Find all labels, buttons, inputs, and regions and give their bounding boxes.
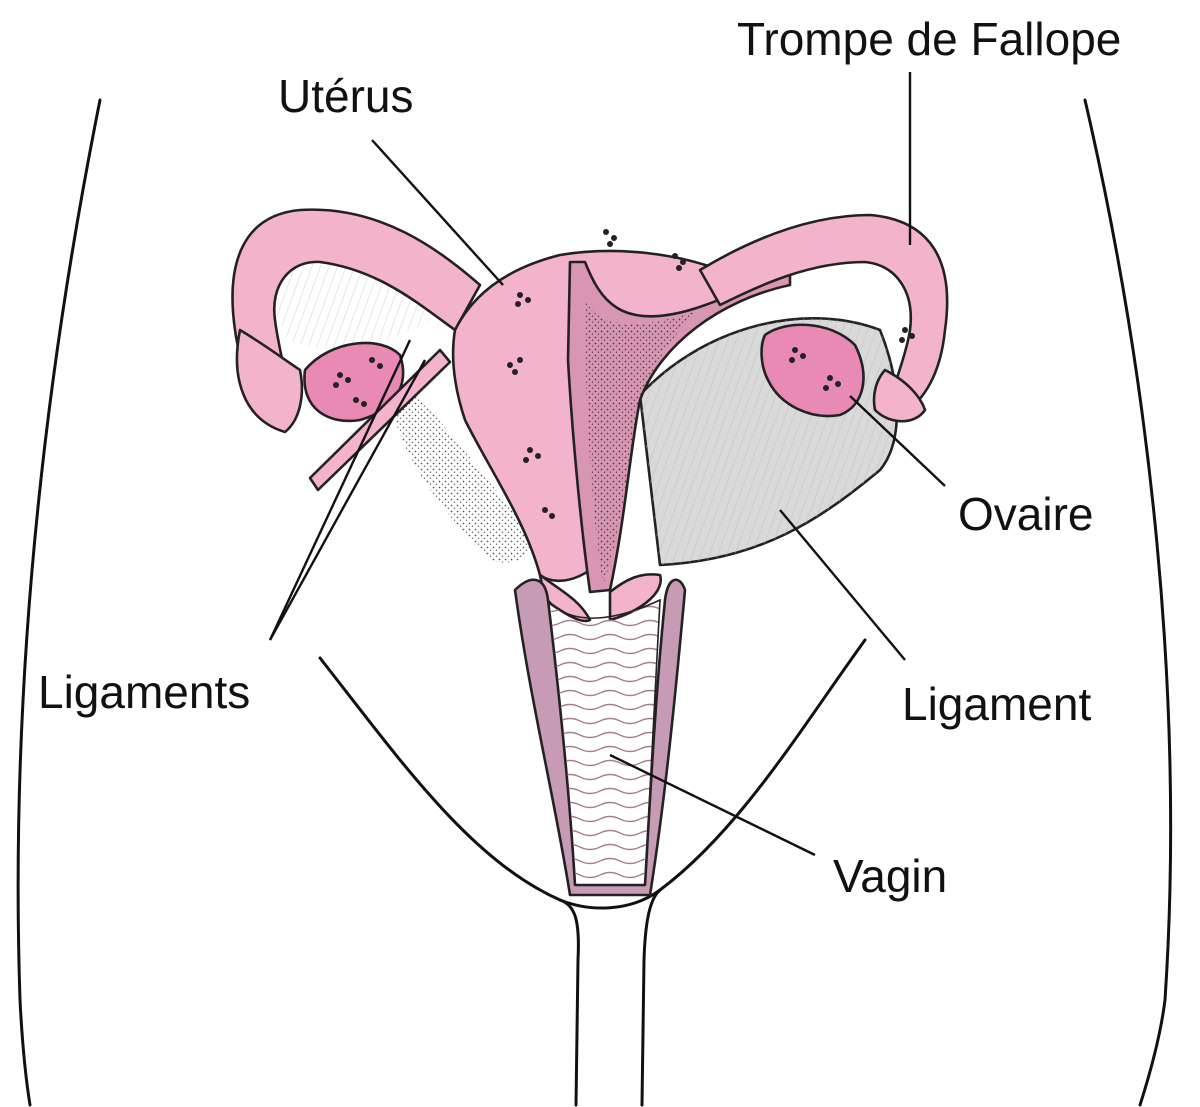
vagina-inner-shape [546, 597, 661, 886]
stipple-shadow [268, 257, 531, 563]
right-groin-line [640, 638, 867, 1107]
uterine-cavity [566, 260, 792, 594]
body-outline [16, 98, 1173, 1107]
right-ovary-shape [760, 323, 865, 418]
vagina-leader [609, 753, 816, 857]
label-uterus: Utérus [278, 70, 413, 122]
right-fallopian-tube [698, 213, 949, 423]
leader-lines [268, 72, 946, 857]
dot-clusters [603, 229, 686, 271]
right-fimbriae-shape [872, 368, 927, 423]
label-vagina: Vagin [833, 850, 947, 902]
ligaments-leader-1 [268, 339, 412, 641]
label-ligament: Ligament [902, 678, 1091, 730]
uterus-leader [371, 139, 504, 286]
label-fallopian-tube: Trompe de Fallope [737, 13, 1121, 65]
left-ligament-strip [308, 348, 452, 492]
left-fimbriae-shape [235, 328, 304, 434]
ovary-leader [849, 395, 946, 487]
label-ovary: Ovaire [958, 488, 1093, 540]
left-ovary [303, 341, 405, 423]
ligament-leader [779, 509, 906, 661]
left-fallopian-tube [231, 208, 482, 434]
left-hip-outline [16, 98, 102, 1107]
labels: Utérus Trompe de Fallope Ovaire Ligament… [38, 13, 1121, 902]
left-groin-line [318, 656, 580, 1107]
vagina [513, 578, 687, 897]
right-ovary [760, 323, 865, 418]
right-hip-outline [1083, 98, 1173, 1107]
label-ligaments: Ligaments [38, 666, 250, 718]
ligaments-leader-2 [268, 359, 427, 641]
